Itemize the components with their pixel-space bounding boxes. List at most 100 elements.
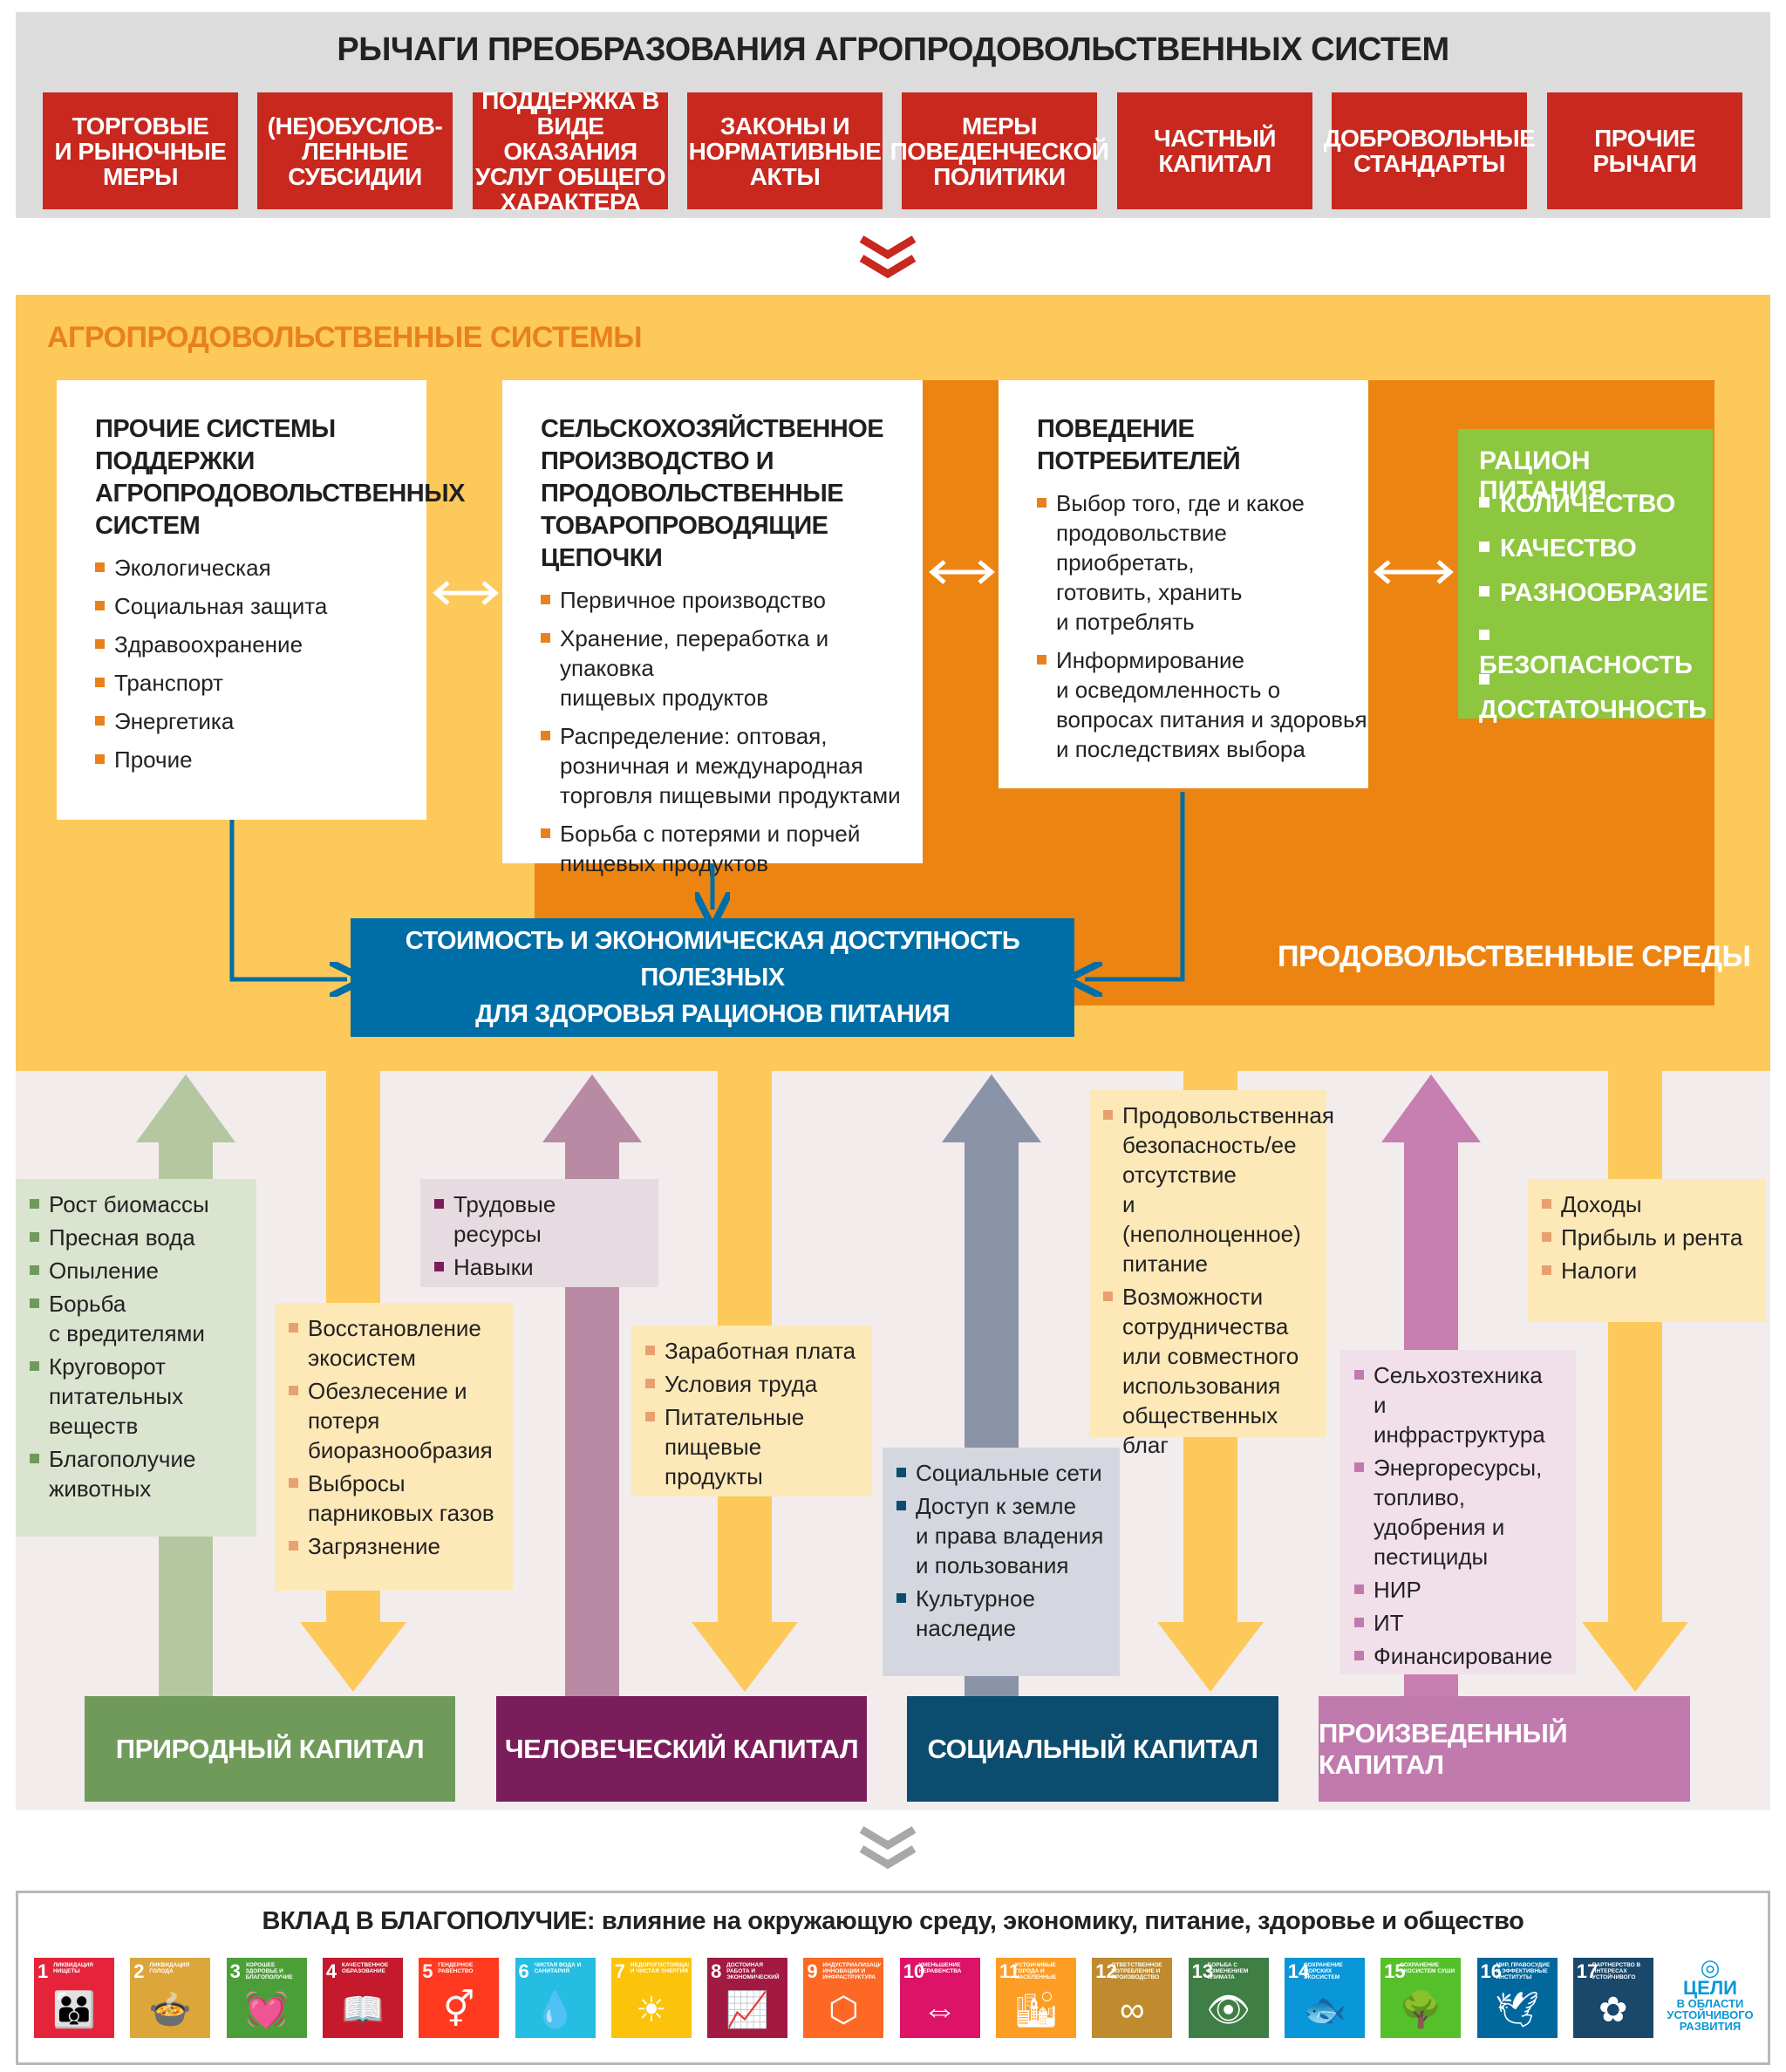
list-item: Продовольственная безопасность/ее отсутс… [1103,1101,1334,1278]
levers-title: РЫЧАГИ ПРЕОБРАЗОВАНИЯ АГРОПРОДОВОЛЬСТВЕН… [337,31,1449,68]
sdg-goal-label: Индустриализация, инновации и инфраструк… [822,1962,882,1980]
diet-item: РАЗНООБРАЗИЕ [1479,579,1708,608]
cubes-icon: ⬡ [828,1991,859,2029]
sdg-goal-label: Борьба с изменением климата [1207,1962,1249,1980]
sdg-goal-1: 1Ликвидация нищеты👪 [34,1958,114,2038]
support-systems-box: ПРОЧИЕ СИСТЕМЫ ПОДДЕРЖКИ АГРОПРОДОВОЛЬСТ… [57,380,465,820]
sdg-goal-number: 1 [37,1960,49,1982]
production-title: СЕЛЬСКОХОЗЯЙСТВЕННОЕ ПРОИЗВОДСТВО И ПРОД… [541,415,884,572]
natural-outputs-box: Восстановление экосистем Обезлесение и п… [275,1303,513,1591]
sdg-goal-number: 11 [999,1960,1020,1982]
chevron-down-icon [859,1826,917,1870]
consumer-behavior-box: ПОВЕДЕНИЕ ПОТРЕБИТЕЛЕЙ Выбор того, где и… [999,380,1368,788]
sdg-goal-6: 6Чистая вода и санитария💧 [515,1958,596,2038]
sdg-goal-number: 6 [518,1960,529,1982]
list-item: Транспорт [95,668,426,698]
natural-outputs-list: Восстановление экосистем Обезлесение и п… [289,1313,499,1561]
sdg-logo-line: РАЗВИТИЯ [1679,2020,1742,2033]
book-icon: 📖 [340,1991,385,2029]
sdg-goal-number: 8 [711,1960,722,1982]
arrow-up-human [542,1074,642,1696]
sdg-goal-2: 2 Ликвидация голода 🍲 [130,1958,211,2038]
tree-icon: 🌳 [1399,1991,1443,2029]
support-systems-list: Экологическая Социальная защита Здравоох… [95,553,426,774]
produced-inputs-list: Сельхозтехника и инфраструктура Энергоре… [1354,1360,1562,1671]
food-environments-label: ПРОДОВОЛЬСТВЕННЫЕ СРЕДЫ [1278,940,1751,973]
sdg-title-rest: влияние на окружающую среду, экономику, … [595,1907,1524,1935]
sdg-goal-label: Хорошее здоровье и благополучие [245,1962,293,1980]
diet-box: РАЦИОН ПИТАНИЯ КОЛИЧЕСТВО КАЧЕСТВО РАЗНО… [1458,429,1713,724]
list-item: Прибыль и рента [1542,1223,1752,1252]
list-item: Условия труда [645,1369,858,1399]
sdg-goal-16: 16Мир, правосудие и эффективные институт… [1476,1958,1558,2038]
bidirectional-arrow-icon [929,560,995,584]
natural-capital-box: ПРИРОДНЫЙ КАПИТАЛ [85,1696,455,1802]
list-item: Сельхозтехника и инфраструктура [1354,1360,1562,1449]
list-item: Прочие [95,745,426,774]
sdg-goal-17: 17Партнерство в интересах устойчивого ра… [1572,1958,1653,2038]
sdg-goal-number: 2 [133,1960,145,1982]
sdg-panel: ВКЛАД В БЛАГОПОЛУЧИЕ: влияние на окружаю… [16,1891,1770,2065]
un-emblem-icon: ◎ [1700,1954,1721,1980]
sdg-goal-11: 11Устойчивые города и населенные пункты 🏙 [996,1958,1076,2038]
fish-icon: 🐟 [1302,1991,1346,2029]
lever-voluntary-standards: ДОБРОВОЛЬНЫЕ СТАНДАРТЫ [1324,92,1536,209]
list-item: Доступ к земле и права владения и пользо… [896,1491,1106,1580]
sdg-goal-label: Устойчивые города и населенные пункты [1015,1962,1057,1980]
sdg-goal-label: Ликвидация голода [149,1962,190,1974]
gender-icon: ⚥ [443,1991,475,2029]
natural-inputs-box: Рост биомассы Пресная вода Опыление Борь… [16,1179,256,1537]
list-item: Энергетика [95,706,426,736]
list-item: Хранение, переработка и упаковка пищевых… [541,624,923,712]
lever-trade: ТОРГОВЫЕ И РЫНОЧНЫЕ МЕРЫ [43,92,238,209]
sdg-goal-8: 8Достойная работа и экономический рост📈 [707,1958,788,2038]
city-icon: 🏙 [1013,1991,1059,2029]
production-box: СЕЛЬСКОХОЗЯЙСТВЕННОЕ ПРОИЗВОДСТВО И ПРОД… [502,380,923,876]
sdg-goal-label: Недорогостоящая и чистая энергия [630,1962,689,1974]
diet-item: КОЛИЧЕСТВО [1479,490,1675,519]
list-item: Выбросы парниковых газов [289,1469,499,1528]
heartbeat-icon: 💓 [244,1991,289,2029]
sdg-goal-label: Уменьшение неравенства [918,1962,962,1974]
cost-affordability-box: СТОИМОСТЬ И ЭКОНОМИЧЕСКАЯ ДОСТУПНОСТЬ ПО… [351,918,1074,1037]
list-item: Первичное производство [541,585,923,615]
sdg-goal-label: Мир, правосудие и эффективные институты [1496,1962,1551,1980]
list-item: Заработная плата [645,1336,858,1366]
list-item: Культурное наследие [896,1584,1106,1643]
list-item: Распределение: оптовая, розничная и межд… [541,721,923,810]
human-inputs-box: Трудовые ресурсы Навыки [420,1179,658,1287]
sdg-goal-number: 12 [1095,1960,1117,1982]
sdg-goal-number: 4 [325,1960,337,1982]
sdg-goal-number: 17 [1576,1960,1599,1982]
eye-icon: 👁 [1206,1991,1251,2029]
sdg-goal-label: Ответственное потребление и производство [1111,1962,1162,1980]
bidirectional-arrow-icon [1374,560,1454,584]
sdg-goal-number: 13 [1191,1960,1214,1982]
flower-icon: ✿ [1599,1991,1628,2029]
lever-private-capital: ЧАСТНЫЙ КАПИТАЛ [1117,92,1312,209]
human-capital-box: ЧЕЛОВЕЧЕСКИЙ КАПИТАЛ [496,1696,867,1802]
levers-panel: РЫЧАГИ ПРЕОБРАЗОВАНИЯ АГРОПРОДОВОЛЬСТВЕН… [16,12,1770,218]
social-outputs-box: Продовольственная безопасность/ее отсутс… [1089,1090,1334,1458]
sdg-goal-9: 9Индустриализация, инновации и инфрастру… [803,1958,884,2038]
arrow-down-produced [1582,1071,1688,1692]
list-item: НИР [1354,1575,1562,1605]
list-item: Пресная вода [30,1223,242,1252]
sdg-goal-label: Ликвидация нищеты [53,1962,93,1974]
agrifood-systems-title: АГРОПРОДОВОЛЬСТВЕННЫЕ СИСТЕМЫ [47,321,643,354]
social-outputs-list: Продовольственная безопасность/ее отсутс… [1103,1101,1334,1460]
equal-icon: ⇔ [922,1991,958,2029]
sdg-goal-number: 15 [1384,1960,1406,1982]
list-item: Круговорот питательных веществ [30,1352,242,1441]
list-item: Социальная защита [95,591,426,621]
sdg-goal-15: 15Сохранение экосистем суши🌳 [1380,1958,1462,2038]
production-list: Первичное производство Хранение, перераб… [541,585,923,878]
list-item: Экологическая [95,553,426,583]
water-icon: 💧 [533,1991,577,2029]
human-outputs-list: Заработная плата Условия труда Питательн… [645,1336,858,1491]
produced-capital-box: ПРОИЗВЕДЕННЫЙ КАПИТАЛ [1319,1696,1690,1802]
list-item: Выбор того, где и какое продовольствие п… [1037,488,1368,637]
sdg-title-bold: ВКЛАД В БЛАГОПОЛУЧИЕ: [262,1907,596,1935]
sdg-goal-number: 5 [422,1960,433,1982]
bowl-icon: 🍲 [148,1991,193,2029]
